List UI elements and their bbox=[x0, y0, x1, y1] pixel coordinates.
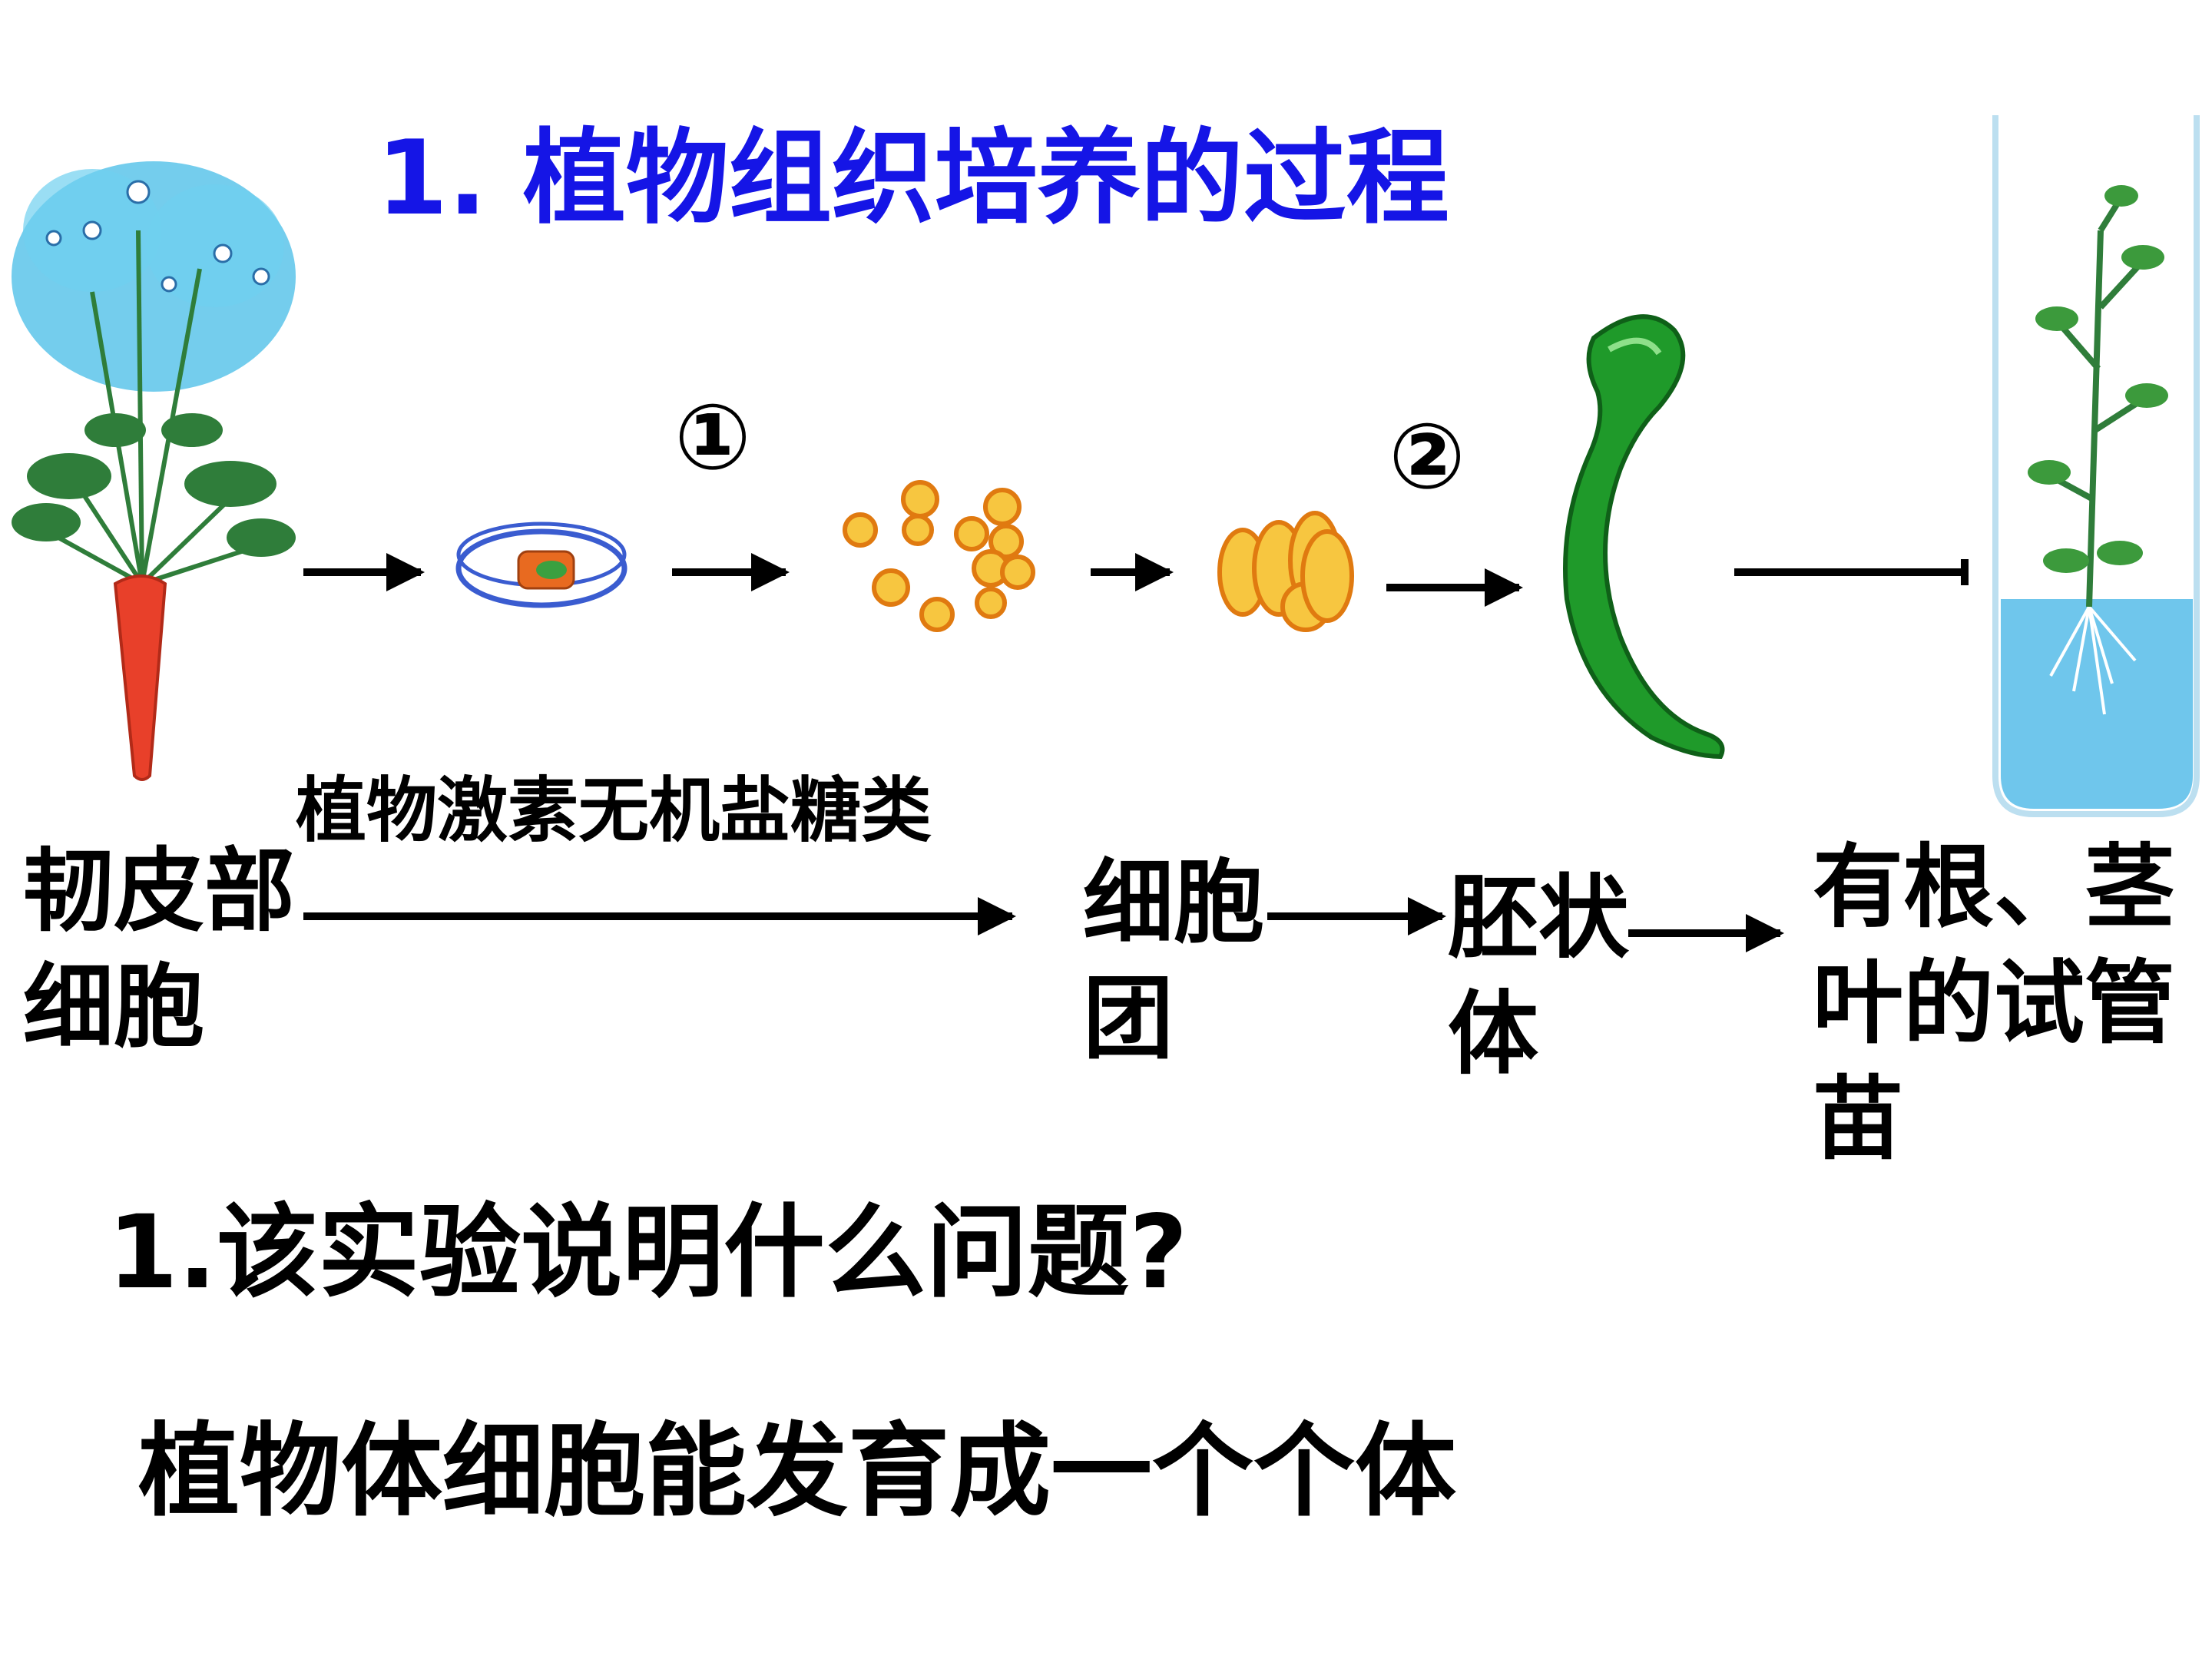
label-phloem-cells: 韧皮部 细胞 bbox=[23, 833, 295, 1065]
label-embryoid: 胚状 体 bbox=[1448, 860, 1629, 1092]
label-cell-cluster: 细胞 团 bbox=[1083, 845, 1264, 1077]
petri-dish-image bbox=[455, 522, 628, 608]
carrot-plant-image bbox=[0, 146, 303, 799]
label-line: 韧皮部 bbox=[23, 838, 296, 944]
question-text: 1.该实验说明什么问题? bbox=[108, 1194, 1188, 1312]
scattered-cells-image bbox=[843, 480, 1035, 632]
step-marker-2: ② bbox=[1389, 403, 1465, 509]
label-seedling: 有根、茎 叶的试管 苗 bbox=[1813, 830, 2175, 1177]
embryoid-image bbox=[1563, 314, 1725, 760]
label-line: 苗 bbox=[1813, 1066, 1904, 1173]
label-line: 体 bbox=[1448, 981, 1539, 1088]
cell-cluster-image bbox=[1217, 511, 1354, 632]
label-line: 团 bbox=[1083, 965, 1174, 1072]
label-line: 细胞 bbox=[1083, 849, 1265, 955]
test-tube-seedling-image bbox=[1992, 115, 2200, 817]
page-title: 1. 植物组织培养的过程 bbox=[376, 118, 1449, 238]
answer-text: 植物体细胞能发育成一个个体 bbox=[138, 1412, 1456, 1531]
label-line: 胚状 bbox=[1448, 865, 1630, 971]
medium-label: 植物激素无机盐糖类 bbox=[296, 770, 932, 852]
label-line: 细胞 bbox=[23, 954, 205, 1061]
label-line: 有根、茎 bbox=[1813, 834, 2176, 940]
label-line: 叶的试管 bbox=[1813, 950, 2176, 1057]
step-marker-1: ① bbox=[674, 384, 751, 490]
